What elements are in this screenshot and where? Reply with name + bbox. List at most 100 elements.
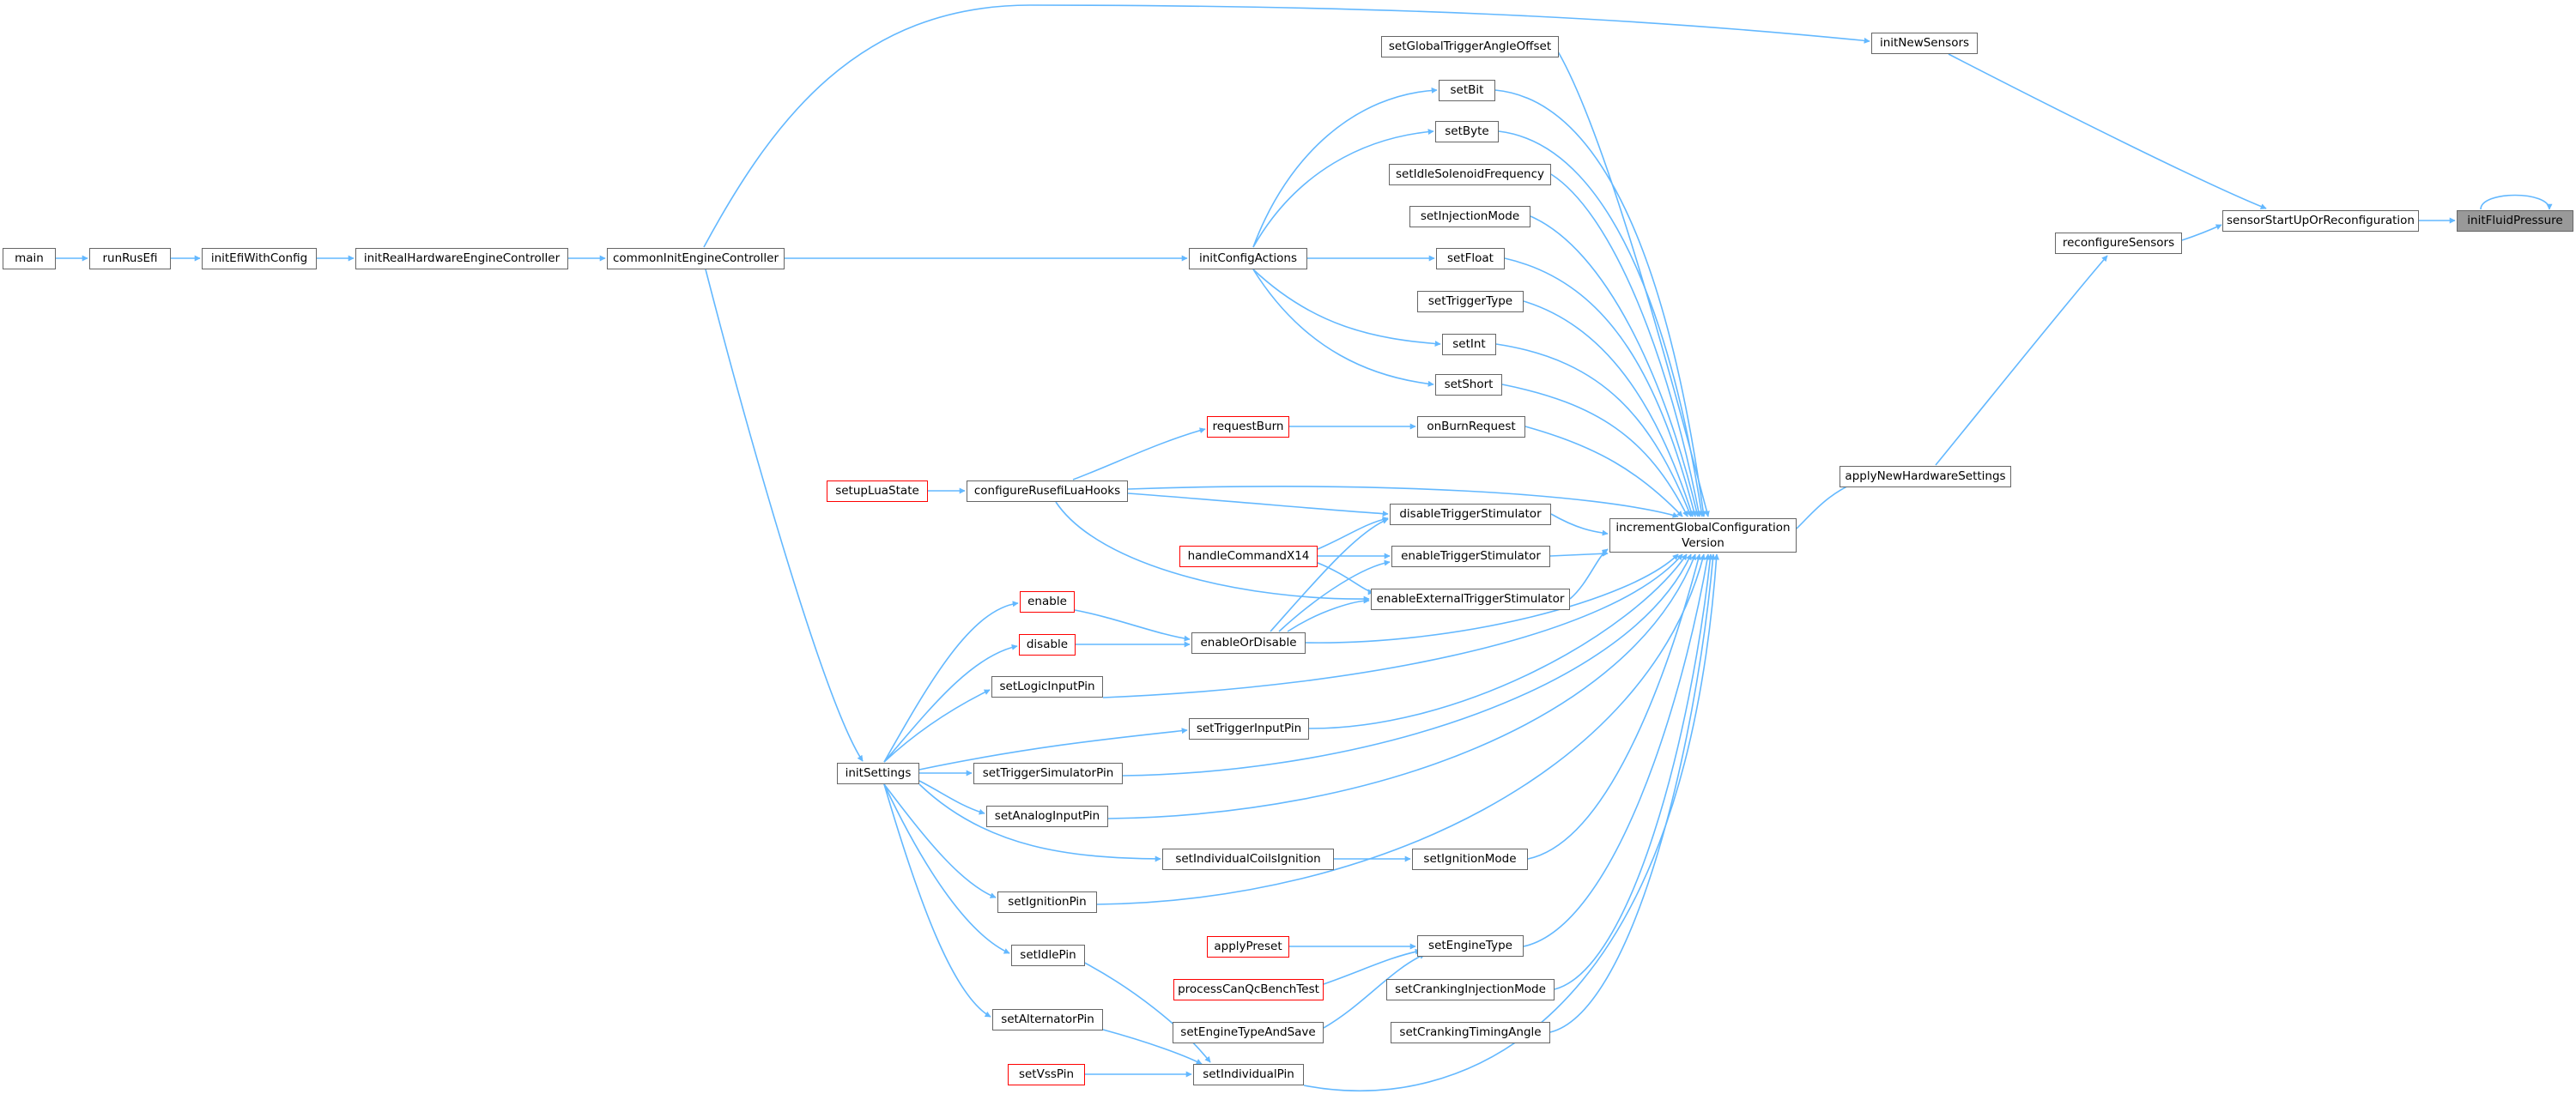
graph-edge	[1323, 948, 1421, 985]
node-enable[interactable]: enable	[1020, 591, 1075, 613]
graph-edge	[1287, 597, 1370, 632]
graph-edge	[1127, 486, 1679, 518]
node-incrementGlobalConfigurationVersion[interactable]: incrementGlobalConfiguration Version	[1609, 518, 1797, 553]
node-commonInitEngineController[interactable]: commonInitEngineController	[607, 248, 785, 269]
node-initSettings[interactable]: initSettings	[837, 763, 919, 784]
graph-edge	[1270, 518, 1389, 632]
graph-edge	[883, 783, 1010, 954]
node-reconfigureSensors[interactable]: reconfigureSensors	[2055, 233, 2182, 254]
graph-edge	[1549, 550, 1609, 557]
node-setTriggerInputPin[interactable]: setTriggerInputPin	[1189, 718, 1309, 740]
node-enableOrDisable[interactable]: enableOrDisable	[1191, 632, 1306, 654]
node-setAnalogInputPin[interactable]: setAnalogInputPin	[986, 806, 1108, 827]
node-setCrankingTimingAngle[interactable]: setCrankingTimingAngle	[1391, 1022, 1550, 1043]
node-initConfigActions[interactable]: initConfigActions	[1189, 248, 1307, 269]
node-setVssPin[interactable]: setVssPin	[1008, 1064, 1085, 1085]
node-initEfiWithConfig[interactable]: initEfiWithConfig	[202, 248, 317, 269]
node-setInjectionMode[interactable]: setInjectionMode	[1409, 206, 1530, 227]
graph-edge	[1308, 553, 1688, 729]
node-processCanQcBenchTest[interactable]: processCanQcBenchTest	[1173, 979, 1324, 1000]
graph-edge	[1107, 553, 1696, 819]
graph-edge	[1524, 426, 1683, 517]
graph-edge	[1504, 257, 1697, 517]
graph-edge	[883, 644, 1018, 763]
graph-edge	[1494, 89, 1706, 517]
graph-edge	[918, 783, 1161, 862]
node-configureRusefiLuaHooks[interactable]: configureRusefiLuaHooks	[967, 480, 1128, 502]
node-setShort[interactable]: setShort	[1435, 374, 1502, 396]
node-main[interactable]: main	[3, 248, 56, 269]
graph-edge	[1550, 513, 1609, 536]
graph-edge	[2181, 224, 2222, 241]
node-setLogicInputPin[interactable]: setLogicInputPin	[991, 676, 1103, 698]
graph-edge	[1055, 501, 1370, 602]
graph-edge	[1527, 553, 1701, 860]
node-disable[interactable]: disable	[1019, 634, 1076, 656]
node-label-line1: incrementGlobalConfiguration	[1615, 521, 1791, 535]
graph-edge	[2480, 194, 2553, 210]
graph-edge	[1523, 300, 1694, 517]
node-setupLuaState[interactable]: setupLuaState	[827, 480, 928, 502]
graph-edge	[1501, 384, 1688, 517]
node-initNewSensors[interactable]: initNewSensors	[1871, 33, 1978, 54]
graph-edge	[883, 601, 1019, 763]
node-setCrankingInjectionMode[interactable]: setCrankingInjectionMode	[1386, 979, 1555, 1000]
node-setIndividualCoilsIgnition[interactable]: setIndividualCoilsIgnition	[1162, 849, 1334, 870]
graph-edge	[1252, 269, 1441, 348]
graph-edge	[1072, 427, 1206, 480]
graph-edge	[1555, 46, 1710, 517]
graph-edge	[1530, 215, 1700, 517]
node-initFluidPressure[interactable]: initFluidPressure	[2457, 210, 2573, 232]
graph-edge	[705, 269, 864, 762]
graph-edge	[1317, 516, 1389, 550]
node-sensorStartUpOrReconfiguration[interactable]: sensorStartUpOrReconfiguration	[2222, 210, 2419, 232]
graph-edge	[1549, 553, 1716, 1033]
node-label-line2: Version	[1682, 536, 1724, 550]
node-runRusEfi[interactable]: runRusEfi	[89, 248, 171, 269]
node-setInt[interactable]: setInt	[1442, 334, 1496, 355]
node-setIndividualPin[interactable]: setIndividualPin	[1193, 1064, 1304, 1085]
node-initRealHardwareEngineController[interactable]: initRealHardwareEngineController	[355, 248, 568, 269]
graph-edge	[1252, 87, 1438, 248]
node-setIdlePin[interactable]: setIdlePin	[1011, 945, 1085, 966]
graph-edge	[1072, 956, 1211, 1063]
node-setGlobalTriggerAngleOffset[interactable]: setGlobalTriggerAngleOffset	[1381, 36, 1559, 57]
graph-edge	[1074, 609, 1191, 642]
node-setEngineType[interactable]: setEngineType	[1417, 935, 1524, 957]
node-setAlternatorPin[interactable]: setAlternatorPin	[992, 1009, 1103, 1030]
graph-edge	[1122, 553, 1692, 777]
graph-edge	[1252, 269, 1434, 387]
graph-edge	[1498, 130, 1705, 517]
node-setIdleSolenoidFrequency[interactable]: setIdleSolenoidFrequency	[1389, 164, 1551, 185]
graph-edge	[1569, 548, 1609, 600]
node-setTriggerType[interactable]: setTriggerType	[1417, 291, 1524, 312]
node-disableTriggerStimulator[interactable]: disableTriggerStimulator	[1390, 504, 1551, 525]
node-applyNewHardwareSettings[interactable]: applyNewHardwareSettings	[1840, 466, 2011, 487]
graph-edge	[1935, 255, 2108, 466]
node-setFloat[interactable]: setFloat	[1436, 248, 1505, 269]
node-enableExternalTriggerStimulator[interactable]: enableExternalTriggerStimulator	[1371, 589, 1570, 610]
node-setTriggerSimulatorPin[interactable]: setTriggerSimulatorPin	[973, 763, 1123, 784]
graph-edge	[1948, 53, 2267, 209]
node-setByte[interactable]: setByte	[1435, 121, 1499, 142]
graph-edge	[1305, 553, 1679, 644]
node-onBurnRequest[interactable]: onBurnRequest	[1417, 416, 1525, 438]
graph-edge	[918, 728, 1188, 771]
graph-edge	[1523, 553, 1711, 947]
graph-edge	[1317, 562, 1374, 595]
node-handleCommandX14[interactable]: handleCommandX14	[1179, 546, 1318, 567]
node-setBit[interactable]: setBit	[1439, 80, 1495, 101]
graph-edge	[1102, 553, 1683, 698]
graph-edge	[703, 4, 1870, 248]
node-setIgnitionMode[interactable]: setIgnitionMode	[1412, 849, 1528, 870]
graph-edge	[883, 783, 991, 1018]
node-setEngineTypeAndSave[interactable]: setEngineTypeAndSave	[1173, 1022, 1324, 1043]
node-enableTriggerStimulator[interactable]: enableTriggerStimulator	[1391, 546, 1550, 567]
node-applyPreset[interactable]: applyPreset	[1207, 936, 1289, 958]
node-setIgnitionPin[interactable]: setIgnitionPin	[997, 891, 1097, 913]
node-requestBurn[interactable]: requestBurn	[1207, 416, 1289, 438]
graph-edge	[1554, 553, 1713, 990]
graph-edge	[1550, 173, 1702, 517]
